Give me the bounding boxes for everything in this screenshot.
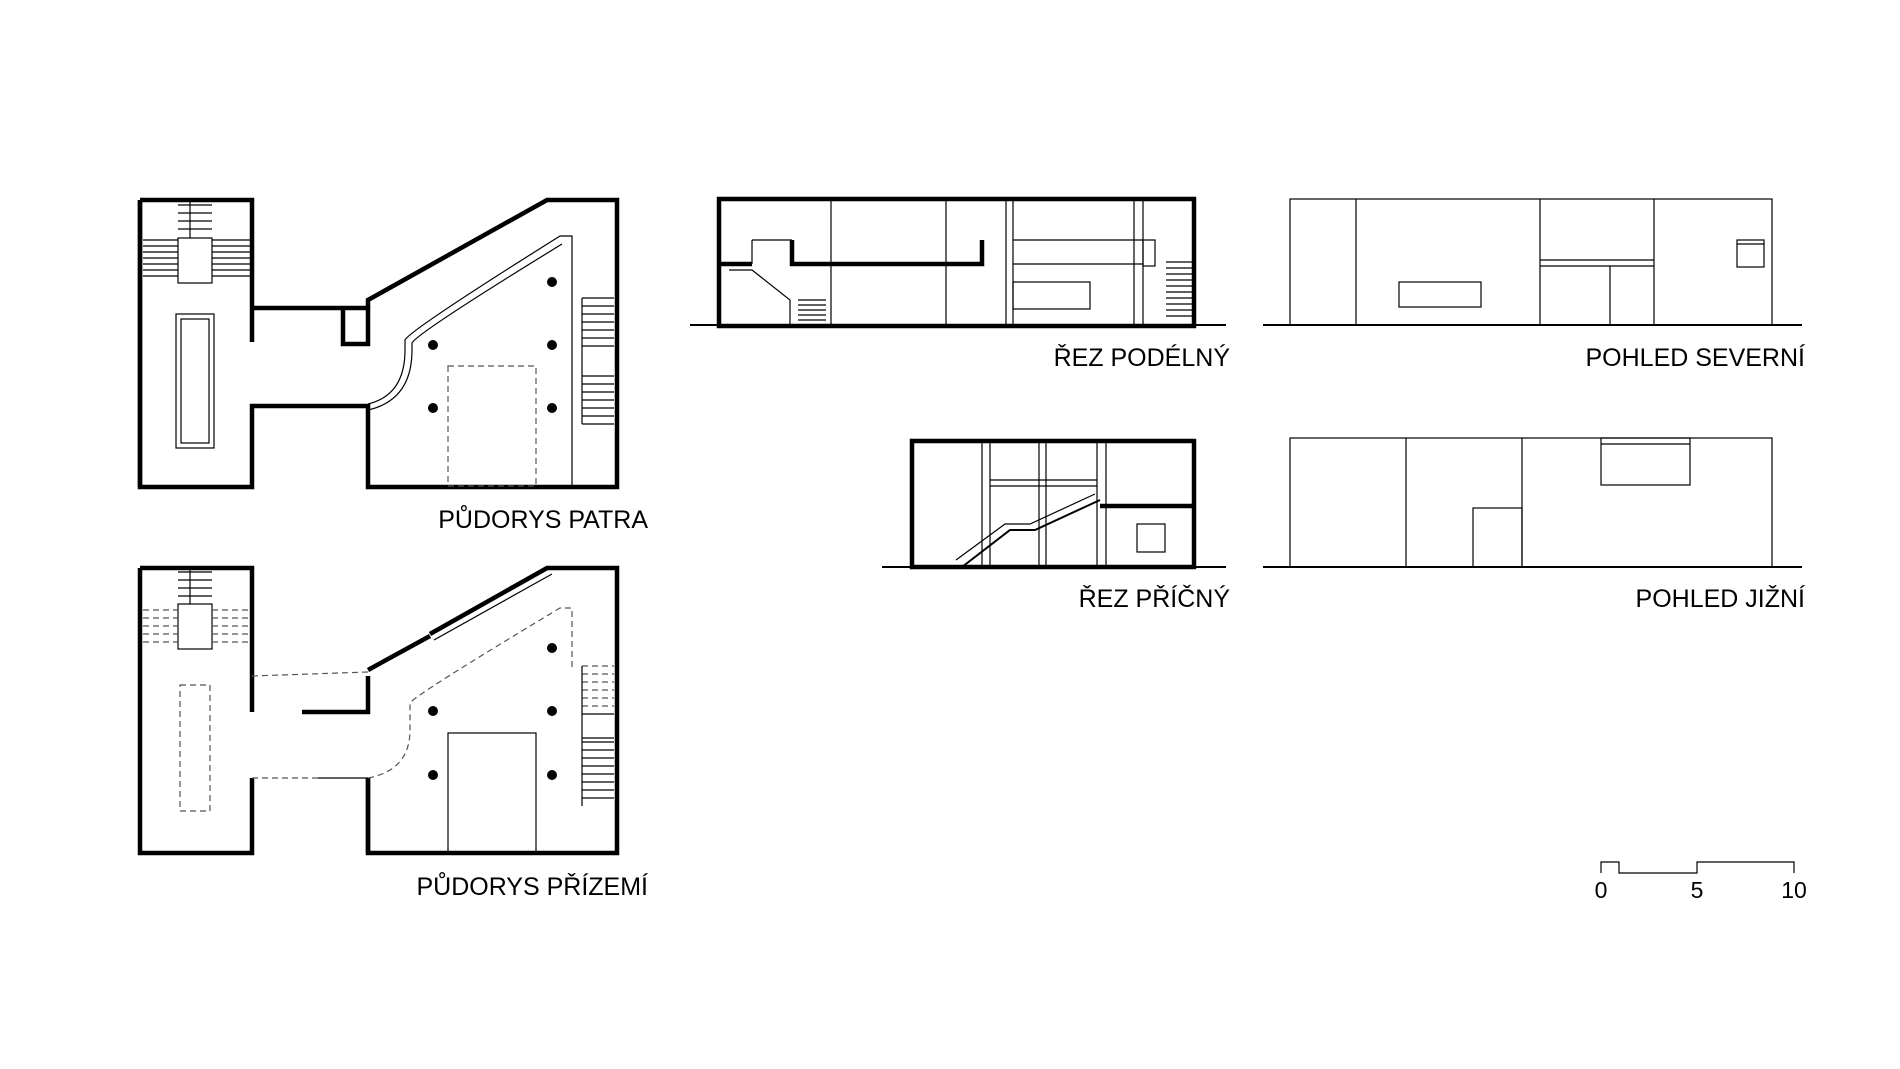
label-ground-floor: PŮDORYS PŘÍZEMÍ xyxy=(416,870,648,901)
ground-stair-left xyxy=(143,568,250,650)
ground-stair-right xyxy=(581,665,614,806)
label-south-elevation: POHLED JIŽNÍ xyxy=(1636,584,1806,613)
upper-floor-plan xyxy=(137,197,620,490)
cross-section xyxy=(882,438,1226,570)
north-elevation xyxy=(1263,198,1802,326)
scale-tick-5: 5 xyxy=(1691,877,1704,903)
longitudinal-section xyxy=(690,196,1226,329)
ground-floor-plan xyxy=(137,565,620,856)
label-north-elevation: POHLED SEVERNÍ xyxy=(1585,343,1805,372)
scale-tick-10: 10 xyxy=(1781,877,1807,903)
upper-stair-left xyxy=(143,200,250,284)
label-longitudinal-section: ŘEZ PODÉLNÝ xyxy=(1054,343,1231,372)
label-upper-floor: PŮDORYS PATRA xyxy=(438,503,648,534)
scale-bar: 0 5 10 xyxy=(1595,861,1807,903)
upper-stair-right xyxy=(581,297,614,425)
label-cross-section: ŘEZ PŘÍČNÝ xyxy=(1079,584,1231,613)
south-elevation xyxy=(1263,437,1802,568)
scale-tick-0: 0 xyxy=(1595,877,1608,903)
